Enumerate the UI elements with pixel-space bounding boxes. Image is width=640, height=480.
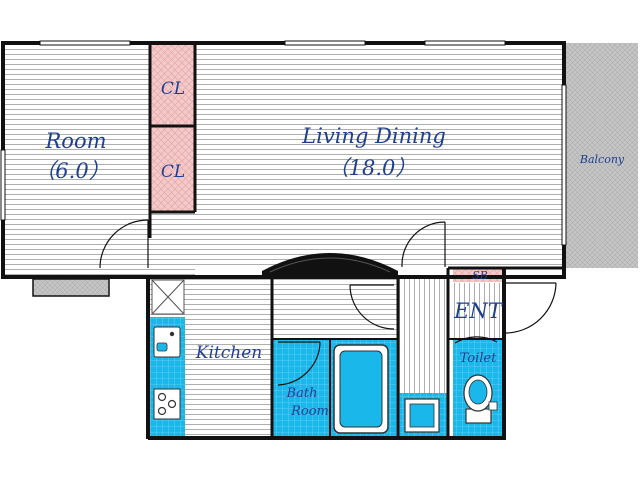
vanity-floor	[272, 277, 398, 339]
bath-room-label-line2: Room	[290, 404, 329, 419]
room-window-ledge	[33, 279, 109, 296]
fridge-space-cross	[151, 279, 185, 315]
stove	[153, 388, 181, 420]
bath-room-floor	[272, 339, 330, 437]
room-size: （6.0）	[34, 159, 109, 183]
burner-icon	[167, 399, 177, 409]
burner-icon	[157, 406, 167, 416]
sink	[153, 326, 181, 358]
window-balcony-sash	[561, 84, 567, 246]
living-dining-floor	[195, 43, 564, 269]
faucet-icon	[169, 331, 175, 337]
bath-room-label-line1: Bath	[286, 386, 318, 401]
balcony-floor	[566, 43, 638, 268]
bath-entry-arch-line	[269, 257, 391, 273]
bath-entry-arch	[262, 253, 398, 278]
doors	[99, 219, 557, 386]
sink-basin-icon	[156, 342, 168, 352]
closet-lower-label: CL	[161, 162, 185, 182]
shoe-box-label: SB	[472, 269, 488, 282]
hall-floor	[150, 212, 195, 276]
bathtub-basin-icon	[339, 350, 383, 428]
entrance-label: ENT	[453, 299, 504, 323]
washer-pan-drain-icon	[409, 403, 435, 428]
closet-lower	[150, 127, 195, 211]
balcony-label: Balcony	[579, 153, 625, 166]
burner-icon	[157, 392, 167, 402]
kitchen-label: Kitchen	[195, 343, 262, 363]
closet-upper	[150, 43, 195, 126]
room-floor	[3, 43, 150, 277]
window-living-left	[284, 40, 366, 46]
toilet-water-icon	[468, 379, 488, 405]
window-living-right	[424, 40, 506, 46]
closet-upper-label: CL	[161, 79, 185, 99]
room-label: Room	[44, 129, 106, 153]
toilet-paper-icon	[488, 401, 498, 411]
toilet-label: Toilet	[460, 351, 497, 366]
living-dining-label: Living Dining	[301, 124, 446, 148]
window-room	[39, 40, 131, 46]
entrance-floor	[453, 283, 504, 339]
living-dining-size: （18.0）	[328, 156, 417, 180]
window-room-side	[0, 149, 6, 221]
